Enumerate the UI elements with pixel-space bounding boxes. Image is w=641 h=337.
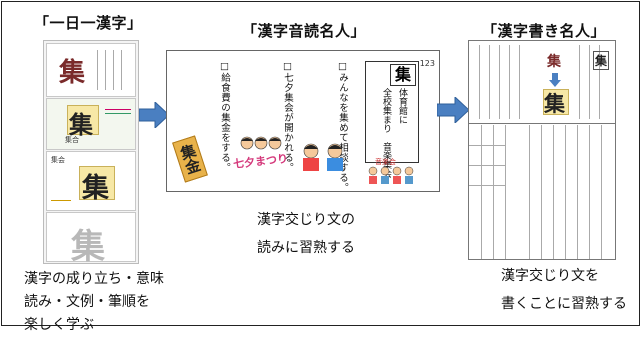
meaning-kanji: 集 (69, 110, 93, 139)
kanji-box (67, 105, 99, 135)
mini-page-stroke-order: 集 (46, 212, 136, 267)
header-kanji-right: 集 (593, 51, 610, 70)
festival-children-icon (240, 136, 282, 150)
kanji-box-2 (79, 166, 115, 200)
right-column-title: 「漢字書き名人」 (482, 22, 607, 40)
mini-label-2: 集会 (51, 156, 65, 164)
mini-page-origin: 集 (46, 43, 136, 97)
writing-kanji-box (543, 89, 569, 115)
left-column-title: 「一日一漢字」 (34, 14, 143, 32)
center-caption: 漢字交じり文の 読みに習熟する (257, 212, 355, 256)
writing-worksheet: 集 集 集 (468, 40, 616, 260)
side-text-2: 全校集まり 音楽集会 (381, 88, 391, 178)
kanji-card-stack: 集 集 集合 集会 集 集 (43, 40, 139, 267)
mini-page-examples: 集会 集 (46, 151, 136, 211)
center-column-title: 「漢字音読名人」 (242, 22, 367, 40)
stroke-order-kanji: 集 (71, 227, 105, 267)
sentence-3: □給食費の集金をする。 (219, 61, 230, 173)
right-arrow-icon-2 (437, 97, 469, 123)
right-arrow-icon (139, 102, 169, 128)
reading-worksheet: 123 集 体育館に 全校集まり 音楽集会 音楽会 □みんなを集めて相談する。 … (166, 50, 440, 193)
down-arrow-icon (549, 73, 561, 87)
header-kanji: 集 (390, 64, 416, 86)
page-number: 123 (419, 59, 435, 68)
header-block: 集 体育館に 全校集まり 音楽集会 (365, 61, 419, 178)
mini-page-meaning: 集 集合 (46, 98, 136, 150)
mini-label-1: 集合 (65, 136, 79, 144)
concert-label: 音楽会 (375, 158, 396, 166)
examples-kanji: 集 (82, 173, 109, 204)
side-text-1: 体育館に (397, 88, 407, 124)
sentence-2: □七夕集会が開かれる。 (282, 61, 293, 173)
sentence-1: □みんなを集めて相談する。 (337, 61, 348, 193)
concert-children-icon (368, 166, 414, 184)
writing-grid (469, 125, 615, 259)
origin-kanji: 集 (59, 58, 86, 88)
writing-kanji: 集 (544, 91, 565, 116)
right-caption: 漢字交じり文を 書くことに習熟する (501, 268, 627, 312)
upper-section: 集 集 集 (469, 41, 615, 124)
writing-kanji-small: 集 (547, 54, 561, 70)
kids-with-paper-icon (303, 143, 343, 171)
